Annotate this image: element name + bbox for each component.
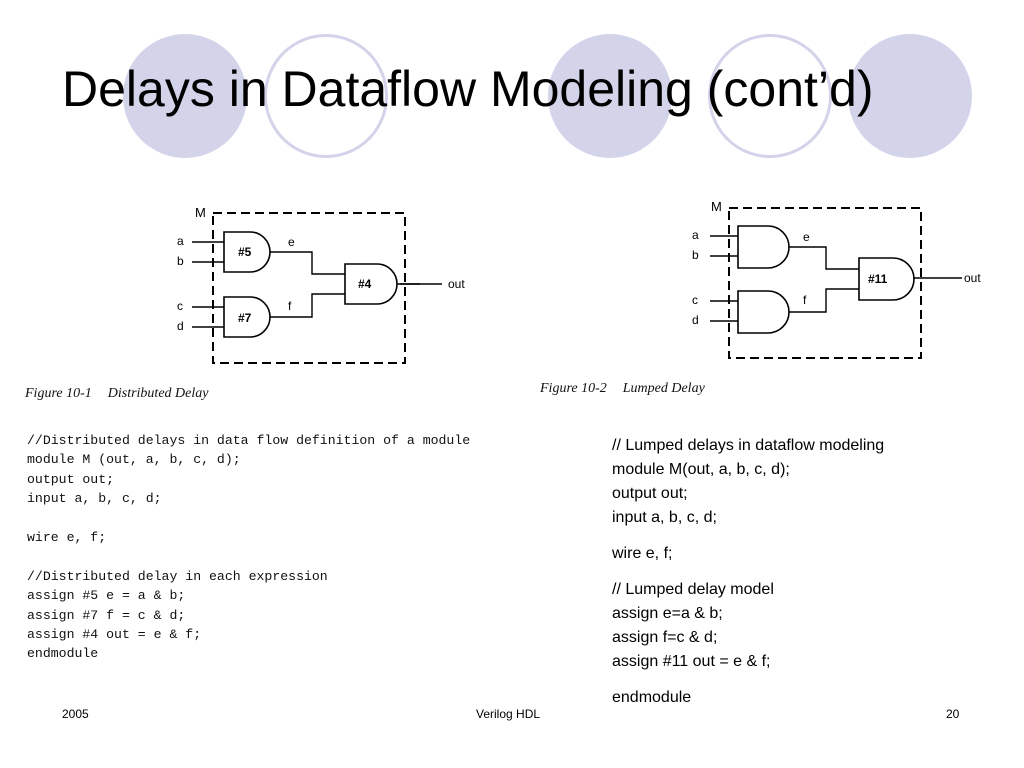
input-label-c: c [692,293,698,307]
input-label-b: b [692,248,699,262]
input-label-a: a [692,228,699,242]
input-label-c: c [177,299,183,313]
code-line: assign #11 out = e & f; [612,653,771,670]
code-line: assign e=a & b; [612,605,723,622]
code-line: wire e, f; [27,529,107,545]
code-line: output out; [612,485,688,502]
code-line: wire e, f; [612,545,673,562]
footer-page-number: 20 [946,707,960,721]
gate-delay-label: #4 [358,277,372,291]
code-paragraph: // Lumped delay model assign e=a & b; as… [612,578,884,674]
and-gate-out [858,257,915,301]
code-line: assign #7 f = c & d; [27,607,186,623]
slide-title: Delays in Dataflow Modeling (cont’d) [62,61,874,117]
code-line: input a, b, c, d; [612,509,717,526]
lumped-delay-code: // Lumped delays in dataflow modeling mo… [612,434,884,722]
and-gate-f [737,290,790,334]
code-line: endmodule [612,689,692,706]
caption-number: Figure 10-1 [25,386,92,401]
lumped-delay-diagram: M #11 a b c d e f out [692,199,981,359]
figure-caption-1: Figure 10-1 Distributed Delay [25,386,208,402]
gate-delay-label: #11 [868,272,888,286]
module-boundary [728,207,922,359]
and-gate-out [344,263,398,305]
caption-title: Lumped Delay [622,381,705,396]
decor-circle-1 [123,34,247,158]
module-label: M [711,199,722,214]
wires [710,235,962,322]
caption-title: Distributed Delay [107,386,209,401]
input-label-d: d [177,319,184,333]
and-gate-e [223,231,271,273]
decor-circle-4 [708,34,832,158]
code-paragraph: wire e, f; [612,542,884,566]
code-line: assign #5 e = a & b; [27,588,186,604]
decor-circle-5 [848,34,972,158]
footer-date: 2005 [62,707,89,721]
wire-label-e: e [288,235,295,249]
figure-caption-2: Figure 10-2 Lumped Delay [540,381,705,397]
distributed-delay-code: //Distributed delays in data flow defini… [27,431,470,664]
distributed-delay-output: out [400,277,465,291]
code-line: input a, b, c, d; [27,491,162,507]
gate-delay-label: #7 [238,311,252,325]
input-label-d: d [692,313,699,327]
distributed-delay-diagram: M #5 #7 #4 a b c d e f [177,205,420,364]
input-label-b: b [177,254,184,268]
wire-label-f: f [288,299,292,313]
wire-label-e: e [803,230,810,244]
code-line: output out; [27,471,115,487]
code-paragraph: // Lumped delays in dataflow modeling mo… [612,434,884,530]
code-line: module M(out, a, b, c, d); [612,461,790,478]
wires [192,241,420,328]
code-line [27,547,470,566]
code-line [27,509,470,528]
footer-title: Verilog HDL [476,707,541,721]
input-label-a: a [177,234,184,248]
code-line: assign #4 out = e & f; [27,626,202,642]
code-paragraph: endmodule [612,686,884,710]
module-boundary [212,212,406,364]
decor-circle-2 [264,34,388,158]
caption-number: Figure 10-2 [540,381,607,396]
code-line: assign f=c & d; [612,629,718,646]
wire-label-f: f [803,293,807,307]
module-label: M [195,205,206,220]
code-line: //Distributed delays in data flow defini… [27,433,471,448]
code-line: // Lumped delay model [612,581,774,598]
code-line: endmodule [27,646,99,662]
gate-delay-label: #5 [238,245,252,259]
code-line: //Distributed delay in each expression [27,568,328,584]
and-gate-e [737,225,790,269]
decor-circle-3 [548,34,672,158]
code-line: module M (out, a, b, c, d); [27,452,241,468]
code-line: // Lumped delays in dataflow modeling [612,437,885,454]
output-label: out [964,271,981,285]
and-gate-f [223,296,271,338]
output-label: out [448,277,465,291]
